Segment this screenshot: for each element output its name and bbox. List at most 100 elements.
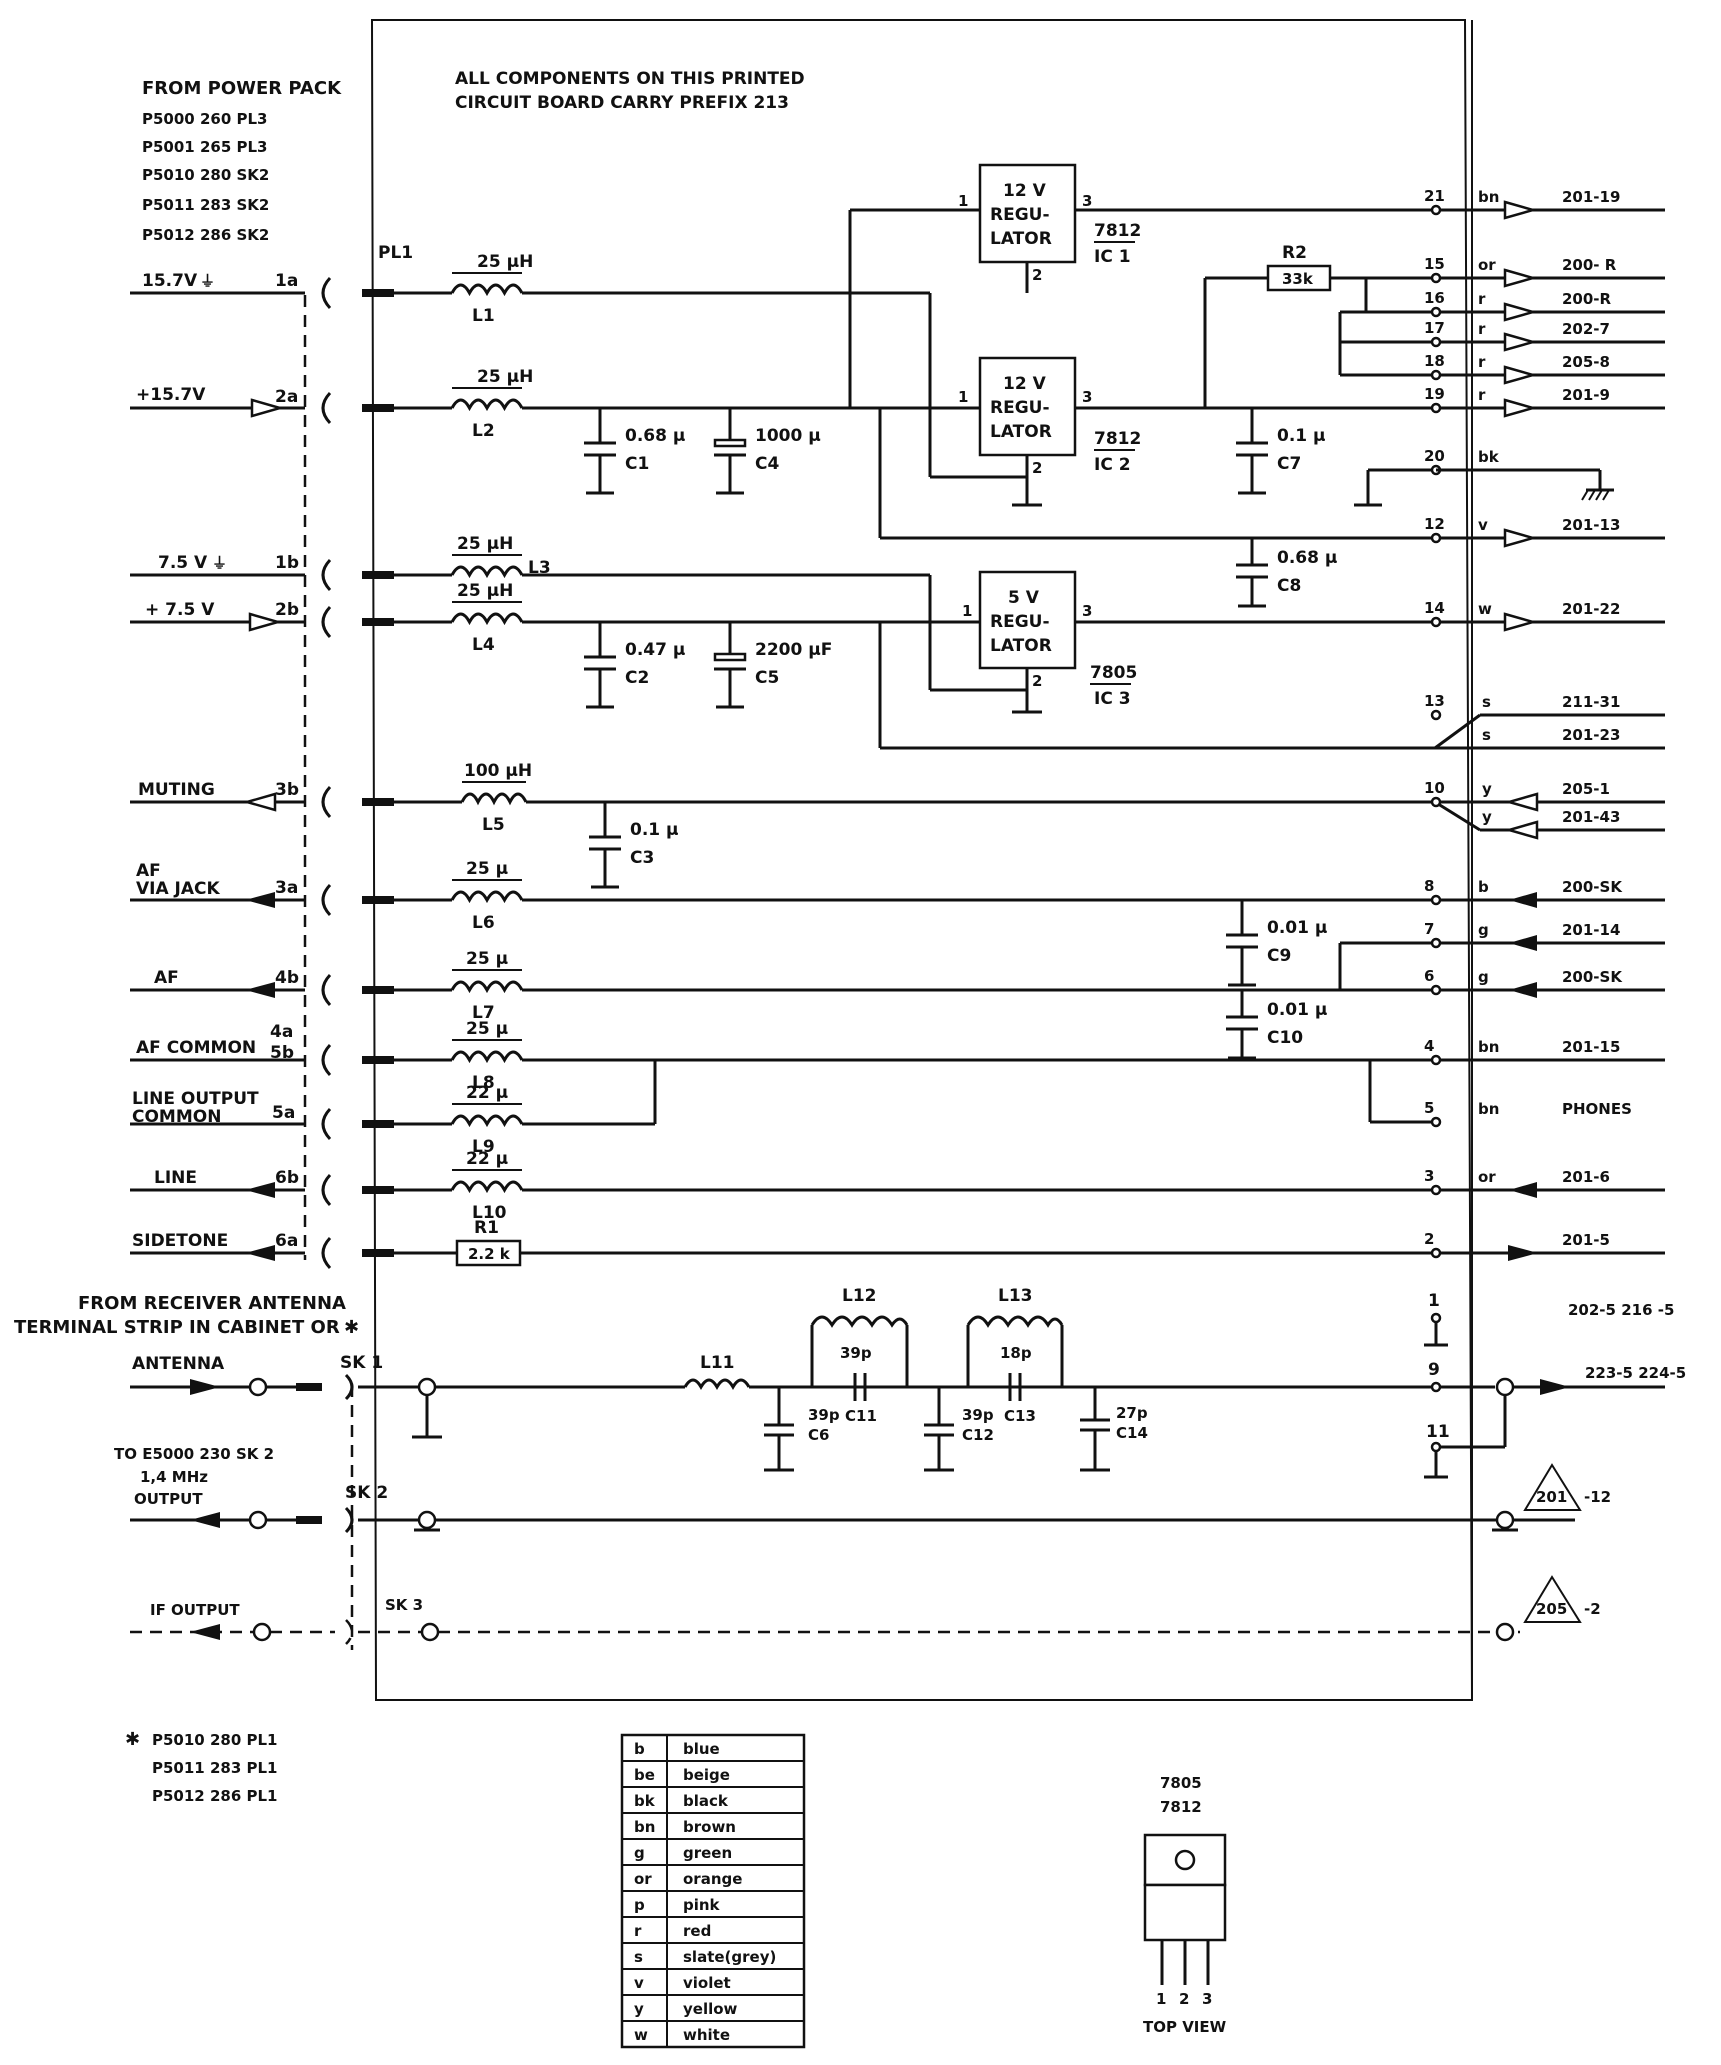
wire-color-code: bk bbox=[1478, 448, 1500, 466]
inductor-value: 25 μH bbox=[477, 367, 533, 387]
c13-value: 18p bbox=[1000, 1344, 1032, 1362]
arrow-in-icon bbox=[245, 1182, 275, 1198]
arrow-in-icon bbox=[190, 1512, 220, 1528]
ground-hatch-icon: ⏚ bbox=[200, 272, 215, 290]
label-15v7: +15.7V bbox=[136, 385, 206, 405]
package-line1: 7805 bbox=[1160, 1774, 1202, 1792]
pin-4b: 4b bbox=[275, 968, 299, 988]
coax-icon bbox=[420, 1622, 440, 1642]
capacitor-c1: 0.68 μC1 bbox=[584, 408, 685, 495]
legend-code: v bbox=[634, 1974, 644, 1992]
terminal-dot bbox=[1430, 1054, 1442, 1066]
package-pin: 1 bbox=[1156, 1990, 1166, 2008]
coax-icon bbox=[417, 1377, 437, 1397]
legend-color-name: green bbox=[683, 1844, 732, 1862]
plug-icon bbox=[362, 986, 394, 994]
terminal-number: 10 bbox=[1424, 779, 1445, 797]
inductor-l9 bbox=[450, 1114, 524, 1128]
capacitor-value: 0.1 μ bbox=[630, 820, 679, 840]
wire-color-code: bn bbox=[1478, 1100, 1499, 1118]
terminal-number: 19 bbox=[1424, 385, 1445, 403]
terminal-dot bbox=[1430, 1381, 1442, 1393]
dest-antenna: 223-5 224-5 bbox=[1585, 1364, 1686, 1382]
arrow-in-icon bbox=[1509, 935, 1537, 951]
pin-4a: 4a bbox=[270, 1022, 293, 1042]
legend-color-name: pink bbox=[683, 1896, 721, 1914]
terminal-dot bbox=[1430, 204, 1442, 216]
plug-icon bbox=[362, 571, 394, 579]
pin-2a: 2a bbox=[275, 387, 298, 407]
terminal-dot bbox=[1430, 272, 1442, 284]
reg-ic2-line3: LATOR bbox=[990, 422, 1052, 442]
capacitor-c3: 0.1 μC3 bbox=[589, 802, 679, 889]
plug-icon bbox=[362, 404, 394, 412]
capacitor-value: 0.1 μ bbox=[1277, 426, 1326, 446]
row-line: LINE 6b bbox=[130, 1168, 394, 1207]
legend-code: b bbox=[634, 1740, 645, 1758]
wire-color-code: s bbox=[1482, 726, 1491, 744]
reg-ic3-line1: 5 V bbox=[1008, 588, 1040, 608]
terminal-number: 8 bbox=[1424, 877, 1434, 895]
socket-icon bbox=[321, 391, 332, 425]
arrow-in-icon bbox=[242, 792, 277, 812]
label-line-output-1: LINE OUTPUT bbox=[132, 1089, 259, 1109]
capacitor-name: C4 bbox=[755, 454, 779, 474]
destination-label: 201-9 bbox=[1562, 386, 1610, 404]
reg-pin-1: 1 bbox=[962, 602, 972, 620]
terminal-number: 17 bbox=[1424, 319, 1445, 337]
inductor-l10 bbox=[450, 1180, 524, 1194]
inductor-l1 bbox=[450, 283, 524, 297]
inductor-value: 25 μ bbox=[466, 1019, 508, 1039]
plug-icon bbox=[362, 1186, 394, 1194]
row-af-common: AF COMMON 4a 5b bbox=[130, 1022, 394, 1077]
arrow-in-icon bbox=[190, 1624, 220, 1640]
regulator-ic1: 12 V REGU- LATOR 7812 IC 1 1 2 3 bbox=[958, 163, 1141, 284]
socket-icon bbox=[345, 1619, 354, 1645]
terminal-dot bbox=[1430, 1184, 1442, 1196]
terminal-dot bbox=[1430, 1116, 1442, 1128]
plug-icon bbox=[362, 896, 394, 904]
destination-label: 201-5 bbox=[1562, 1231, 1610, 1249]
arrow-in-icon bbox=[1504, 792, 1539, 812]
inductor-name: L10 bbox=[472, 1203, 507, 1223]
package-body bbox=[1143, 1883, 1227, 1942]
terminal-dot bbox=[1430, 796, 1442, 808]
legend-code: or bbox=[634, 1870, 652, 1888]
arrow-in-icon bbox=[245, 892, 275, 908]
resistor-r1: 2.2 k R1 bbox=[455, 1218, 522, 1267]
terminal-dot bbox=[1430, 1312, 1442, 1324]
r1-name: R1 bbox=[474, 1218, 499, 1238]
destination-label: 201-23 bbox=[1562, 726, 1620, 744]
legend-color-name: blue bbox=[683, 1740, 720, 1758]
pin-5b: 5b bbox=[270, 1043, 294, 1063]
socket-icon bbox=[344, 1373, 354, 1401]
destination-label: 201-15 bbox=[1562, 1038, 1620, 1056]
pin-1a: 1a bbox=[275, 271, 298, 291]
footnote-line: P5010 280 PL1 bbox=[152, 1731, 278, 1749]
reg-ic3-line3: LATOR bbox=[990, 636, 1052, 656]
plug-icon bbox=[362, 618, 394, 626]
terminal-number: 7 bbox=[1424, 920, 1434, 938]
coax-icon bbox=[1495, 1510, 1515, 1530]
terminal-number: 6 bbox=[1424, 967, 1434, 985]
c13-name: C13 bbox=[1004, 1407, 1036, 1425]
inductor-l2 bbox=[450, 398, 524, 412]
arrow-out-icon bbox=[1503, 332, 1538, 352]
row-15v7: +15.7V 2a bbox=[130, 385, 394, 425]
arrow-out-icon bbox=[1503, 365, 1538, 385]
reg-pin-2: 2 bbox=[1032, 266, 1042, 284]
capacitor-name: C9 bbox=[1267, 946, 1291, 966]
reg-ic2-part: 7812 bbox=[1094, 429, 1141, 449]
row-sidetone: SIDETONE 6a bbox=[130, 1231, 394, 1270]
label-7v5-ground: 7.5 V bbox=[158, 553, 208, 573]
socket-icon bbox=[321, 1173, 332, 1207]
reg-ic2-line1: 12 V bbox=[1003, 374, 1047, 394]
inductor-l8 bbox=[450, 1050, 524, 1064]
